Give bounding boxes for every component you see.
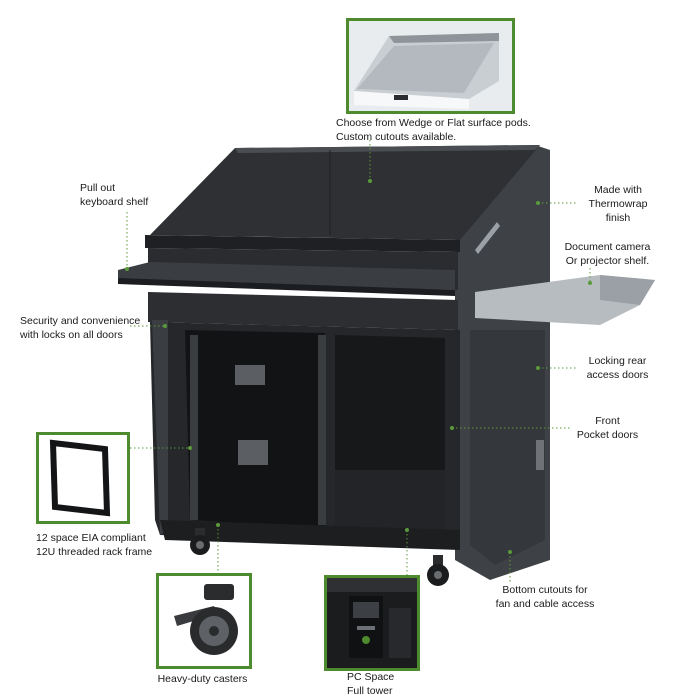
wedge-pod-image <box>349 21 512 111</box>
casters-inset <box>156 573 252 669</box>
surface-pods-inset <box>346 18 515 114</box>
pc-tower-image <box>327 578 417 668</box>
pocket-doors-label: Front Pocket doors <box>576 415 639 441</box>
side-connector <box>536 440 544 470</box>
surface-pods-label: Choose from Wedge or Flat surface pods. … <box>336 117 531 143</box>
security-label: Security and convenience with locks on a… <box>20 315 141 341</box>
bottom-cutouts-label: Bottom cutouts for fan and cable access <box>495 584 595 610</box>
top-surface <box>150 145 540 240</box>
casters-label: Heavy-duty casters <box>157 673 248 685</box>
leader-lines <box>125 140 592 582</box>
pc-space-inset <box>324 575 420 671</box>
keyboard-shelf-label: Pull out keyboard shelf <box>80 182 149 208</box>
rear-doors-label: Locking rear access doors <box>586 355 649 381</box>
rack-frame-label: 12 space EIA compliant 12U threaded rack… <box>36 532 153 558</box>
rack-frame-inset <box>36 432 130 524</box>
caster-right <box>427 555 449 586</box>
caster-image <box>159 576 249 666</box>
pc-space-label: PC Space Full tower <box>347 671 395 697</box>
side-handle <box>475 222 500 254</box>
rack-frame-image <box>39 435 127 521</box>
caster-left <box>190 528 210 555</box>
thermowrap-label: Made with Thermowrap finish <box>588 184 648 224</box>
document-camera-label: Document camera Or projector shelf. <box>564 241 651 267</box>
